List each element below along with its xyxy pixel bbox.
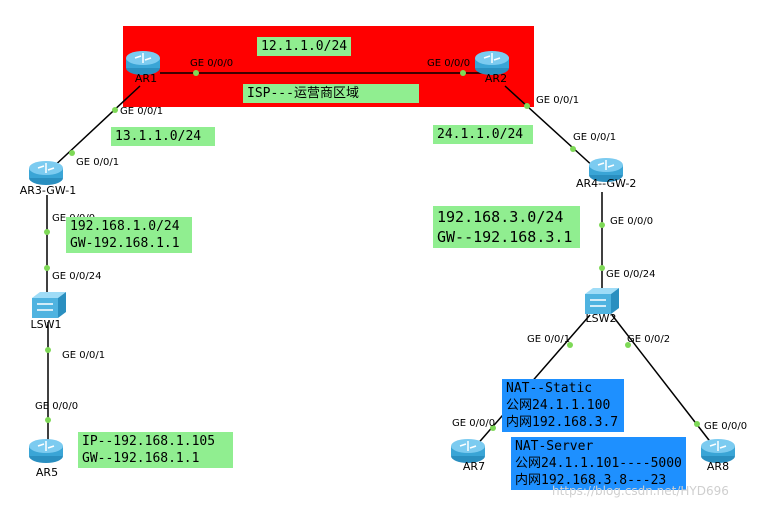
isp-region-label: ISP---运营商区域 <box>243 84 419 103</box>
switch-icon[interactable] <box>30 290 68 320</box>
lan1-net: 192.168.1.0/24 <box>70 219 180 234</box>
router-icon[interactable] <box>28 160 64 186</box>
nat-static-info: NAT--Static 公网24.1.1.100 内网192.168.3.7 <box>502 379 625 432</box>
nat-static-private: 内网192.168.3.7 <box>506 415 619 430</box>
port-label: GE 0/0/0 <box>452 418 496 429</box>
lan1-info: 192.168.1.0/24 GW-192.168.1.1 <box>66 217 192 253</box>
subnet-label-ar1-ar3: 13.1.1.0/24 <box>111 127 216 146</box>
nat-server-title: NAT-Server <box>515 439 594 454</box>
subnet-label-isp: 12.1.1.0/24 <box>257 37 352 56</box>
port-label: GE 0/0/1 <box>120 106 164 117</box>
lan1-gw: GW-192.168.1.1 <box>70 236 180 251</box>
device-label-ar3: AR3-GW-1 <box>19 184 77 197</box>
nat-static-public: 公网24.1.1.100 <box>506 398 611 413</box>
device-label-ar2: AR2 <box>484 72 508 85</box>
device-label-ar8: AR8 <box>706 460 730 473</box>
device-label-ar1: AR1 <box>134 72 158 85</box>
router-icon[interactable] <box>450 438 486 464</box>
device-label-lsw1: LSW1 <box>30 318 62 331</box>
subnet-label-ar2-ar4: 24.1.1.0/24 <box>433 125 534 144</box>
port-label: GE 0/0/0 <box>610 216 654 227</box>
port-label: GE 0/0/24 <box>606 269 656 280</box>
link-ar1-ar3 <box>49 85 141 171</box>
device-label-lsw2: LSW2 <box>585 312 617 325</box>
port-label: GE 0/0/1 <box>62 350 106 361</box>
device-label-ar5: AR5 <box>35 466 59 479</box>
router-icon[interactable] <box>588 157 624 183</box>
ar5-info: IP--192.168.1.105 GW--192.168.1.1 <box>78 432 234 468</box>
port-label: GE 0/0/1 <box>573 132 617 143</box>
lan3-gw: GW--192.168.3.1 <box>437 228 573 246</box>
nat-server-public: 公网24.1.1.101----5000 <box>515 456 682 471</box>
lan3-info: 192.168.3.0/24 GW--192.168.3.1 <box>433 206 581 248</box>
nat-server-info: NAT-Server 公网24.1.1.101----5000 内网192.16… <box>511 437 686 490</box>
router-icon[interactable] <box>28 438 64 464</box>
watermark: https://blog.csdn.net/HYD696 <box>552 484 729 498</box>
port-dots <box>44 70 700 431</box>
port-label: GE 0/0/1 <box>527 334 571 345</box>
router-icon[interactable] <box>700 438 736 464</box>
port-label: GE 0/0/24 <box>52 271 102 282</box>
router-icon[interactable] <box>474 50 510 76</box>
switch-icon[interactable] <box>583 286 621 316</box>
port-label: GE 0/0/1 <box>76 157 120 168</box>
device-label-ar7: AR7 <box>462 460 486 473</box>
ar5-gw: GW--192.168.1.1 <box>82 451 200 466</box>
port-label: GE 0/0/1 <box>536 95 580 106</box>
port-label: GE 0/0/0 <box>427 58 471 69</box>
lan3-net: 192.168.3.0/24 <box>437 208 564 226</box>
nat-server-private: 内网192.168.3.8---23 <box>515 473 667 488</box>
port-label: GE 0/0/0 <box>35 401 79 412</box>
link-ar2-ar4 <box>504 85 596 169</box>
ar5-ip: IP--192.168.1.105 <box>82 434 216 449</box>
device-label-ar4: AR4--GW-2 <box>576 177 637 190</box>
nat-static-title: NAT--Static <box>506 381 593 396</box>
port-label: GE 0/0/2 <box>627 334 671 345</box>
port-label: GE 0/0/0 <box>704 421 748 432</box>
port-label: GE 0/0/0 <box>190 58 234 69</box>
router-icon[interactable] <box>125 50 161 76</box>
